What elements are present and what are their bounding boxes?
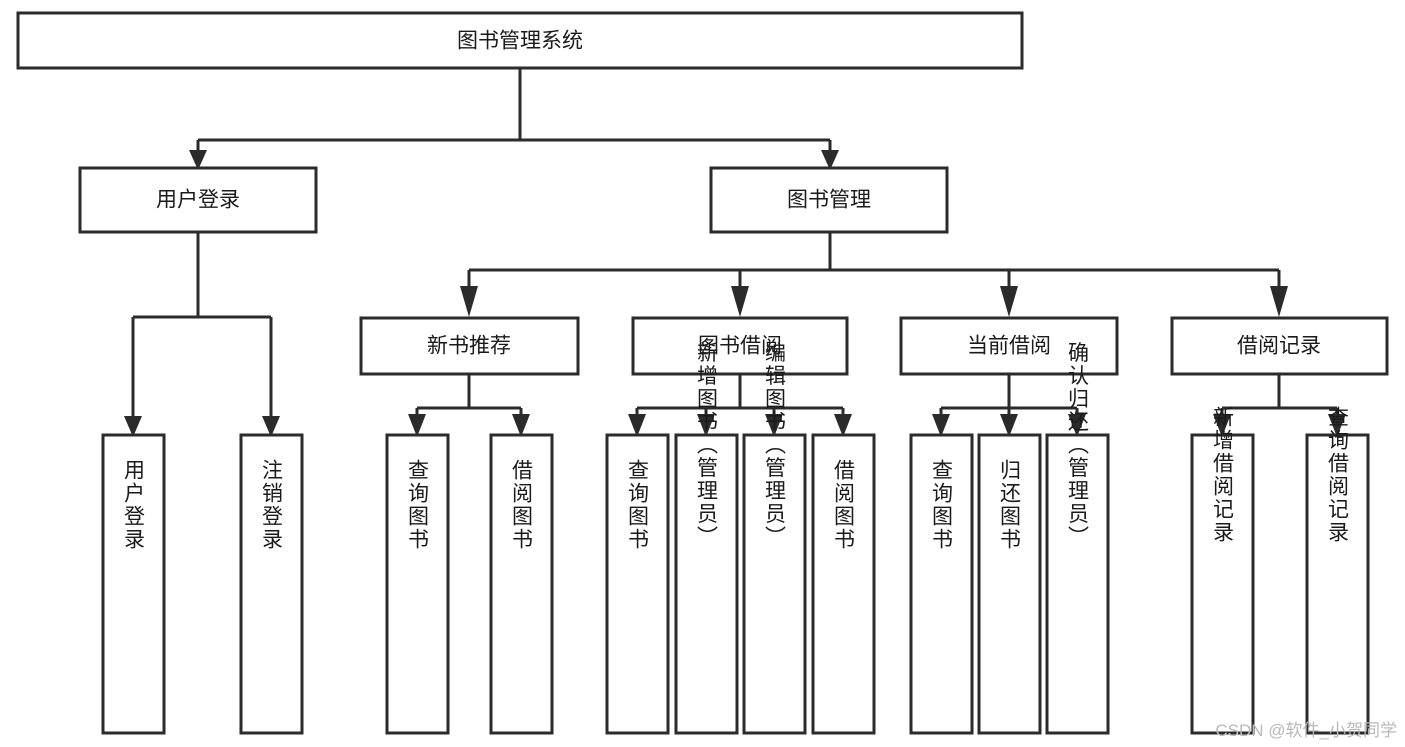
arrow-head-leaf-borrow-book-1 — [512, 414, 530, 437]
arrow-head-leaf-query-book-1 — [408, 414, 426, 437]
leaf-add-record-box[interactable] — [1190, 433, 1255, 735]
leaf-user-logout-box[interactable] — [239, 433, 304, 735]
node-current-borrow[interactable]: 当前借阅 — [899, 316, 1119, 376]
arrow-head-leaf-query-book-3 — [932, 414, 950, 437]
leaf-query-record[interactable]: 查询借阅记录 — [1305, 406, 1370, 735]
arrow-head-book-manage — [821, 150, 839, 170]
leaf-confirm-return-label: 确认归还（管理员） — [1066, 342, 1090, 549]
node-current-borrow-label: 当前借阅 — [967, 335, 1051, 358]
arrow-head-leaf-add-record — [1213, 414, 1231, 437]
leaf-confirm-return-box[interactable] — [1045, 433, 1110, 735]
node-new-book-recommend[interactable]: 新书推荐 — [359, 316, 580, 376]
node-new-book-recommend-box[interactable] — [359, 316, 580, 376]
leaf-confirm-return[interactable]: 确认归还（管理员） — [1045, 342, 1110, 735]
connector-layer — [124, 68, 1346, 437]
leaf-borrow-book-2-box[interactable] — [811, 433, 876, 735]
leaf-user-login-label: 用户登录 — [122, 459, 146, 551]
leaf-user-logout[interactable]: 注销登录 — [239, 433, 304, 735]
arrow-head-book-borrow — [731, 286, 749, 317]
leaf-query-book-1-box[interactable] — [385, 433, 450, 735]
node-root-label: 图书管理系统 — [457, 30, 583, 53]
leaf-user-login[interactable]: 用户登录 — [101, 433, 166, 735]
leaf-query-book-2-label: 查询图书 — [626, 459, 650, 551]
node-book-borrow-box[interactable] — [631, 316, 849, 376]
node-root[interactable]: 图书管理系统 — [16, 11, 1024, 70]
leaf-borrow-book-1-label: 借阅图书 — [510, 459, 534, 551]
leaf-add-record-label: 新增借阅记录 — [1211, 406, 1235, 544]
leaf-borrow-book-1[interactable]: 借阅图书 — [489, 433, 554, 735]
leaf-query-record-label: 查询借阅记录 — [1326, 406, 1350, 544]
node-book-manage-box[interactable] — [709, 166, 949, 234]
arrow-head-leaf-query-record — [1328, 414, 1346, 437]
node-user-login-box[interactable] — [78, 166, 318, 234]
node-borrow-record-box[interactable] — [1170, 316, 1389, 376]
node-user-login-label: 用户登录 — [156, 189, 240, 212]
arrow-head-current-borrow — [1000, 286, 1018, 317]
leaf-query-book-3-label: 查询图书 — [930, 459, 954, 551]
node-root-box[interactable] — [16, 11, 1024, 70]
leaf-add-book-box[interactable] — [674, 433, 739, 735]
leaf-query-book-3[interactable]: 查询图书 — [909, 433, 974, 735]
arrow-head-leaf-return-book — [1000, 414, 1018, 437]
leaf-query-book-2[interactable]: 查询图书 — [605, 433, 670, 735]
node-book-manage[interactable]: 图书管理 — [709, 166, 949, 234]
arrow-head-user-login — [189, 150, 207, 170]
arrow-head-leaf-user-logout — [262, 416, 280, 437]
arrow-head-borrow-record — [1270, 286, 1288, 317]
leaf-borrow-book-2[interactable]: 借阅图书 — [811, 433, 876, 735]
leaf-return-book-label: 归还图书 — [998, 459, 1022, 551]
leaf-edit-book-box[interactable] — [742, 433, 807, 735]
node-book-manage-label: 图书管理 — [787, 189, 871, 212]
arrow-head-leaf-edit-book — [765, 414, 783, 437]
leaf-edit-book[interactable]: 编辑图书（管理员） — [742, 342, 807, 735]
arrow-head-leaf-confirm-return — [1068, 414, 1086, 437]
node-book-borrow[interactable]: 图书借阅 — [631, 316, 849, 376]
arrow-head-leaf-user-login — [124, 416, 142, 437]
leaf-add-book[interactable]: 新增图书（管理员） — [674, 342, 739, 735]
leaf-add-book-label: 新增图书（管理员） — [695, 342, 719, 549]
arrow-head-leaf-query-book-2 — [628, 414, 646, 437]
node-book-borrow-label: 图书借阅 — [698, 335, 782, 358]
node-borrow-record-label: 借阅记录 — [1237, 335, 1321, 358]
leaf-borrow-book-2-label: 借阅图书 — [832, 459, 856, 551]
leaf-return-book[interactable]: 归还图书 — [977, 433, 1042, 735]
node-new-book-recommend-label: 新书推荐 — [427, 335, 511, 358]
node-borrow-record[interactable]: 借阅记录 — [1170, 316, 1389, 376]
leaf-query-book-1[interactable]: 查询图书 — [385, 433, 450, 735]
leaf-query-book-2-box[interactable] — [605, 433, 670, 735]
leaf-query-book-3-box[interactable] — [909, 433, 974, 735]
leaf-borrow-book-1-box[interactable] — [489, 433, 554, 735]
leaf-edit-book-label: 编辑图书（管理员） — [763, 342, 787, 549]
leaf-return-book-box[interactable] — [977, 433, 1042, 735]
arrow-head-new-book-recommend — [460, 286, 478, 317]
leaf-user-logout-label: 注销登录 — [260, 459, 284, 551]
leaf-add-record[interactable]: 新增借阅记录 — [1190, 406, 1255, 735]
leaf-query-book-1-label: 查询图书 — [406, 459, 430, 551]
arrow-head-leaf-borrow-book-2 — [834, 414, 852, 437]
node-current-borrow-box[interactable] — [899, 316, 1119, 376]
leaf-query-record-box[interactable] — [1305, 433, 1370, 735]
arrow-head-leaf-add-book — [697, 414, 715, 437]
leaf-user-login-box[interactable] — [101, 433, 166, 735]
node-user-login[interactable]: 用户登录 — [78, 166, 318, 234]
